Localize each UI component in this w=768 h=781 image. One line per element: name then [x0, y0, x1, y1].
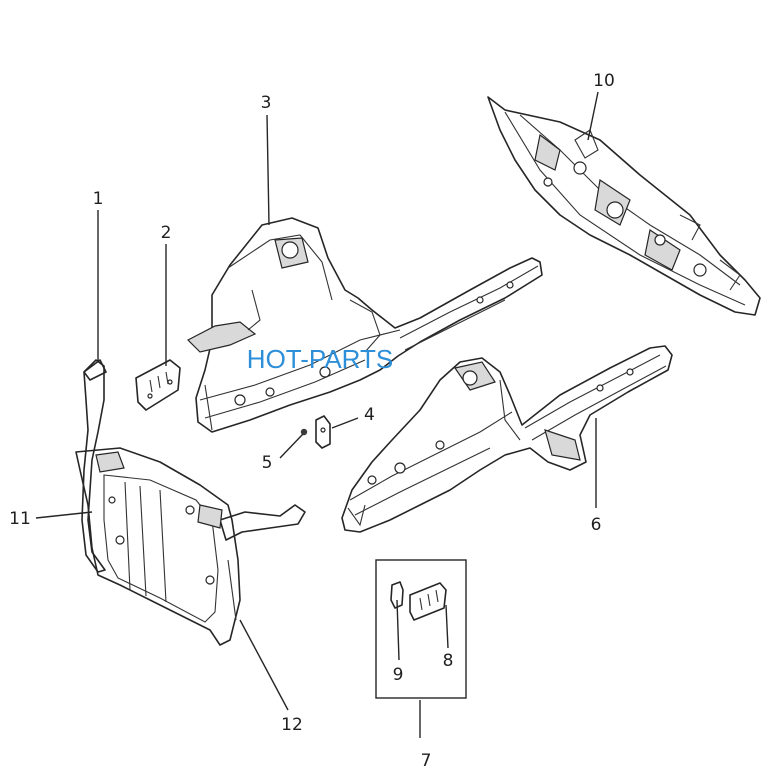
part-9-bracket — [390, 581, 404, 609]
part-6-right-front-member — [341, 345, 673, 533]
callout-10: 10 — [593, 71, 615, 91]
watermark-text: HOT-PARTS — [247, 344, 393, 374]
callout-7: 7 — [421, 751, 432, 771]
leader-lines — [35, 91, 599, 738]
part-8-plate — [409, 582, 447, 621]
callout-4: 4 — [364, 405, 375, 425]
part-2-plate — [135, 359, 181, 411]
leader-8 — [445, 604, 449, 649]
callout-11: 11 — [9, 509, 31, 529]
callout-9: 9 — [393, 665, 404, 685]
part-4-bracket — [315, 415, 331, 449]
part-5-bolt — [300, 428, 308, 436]
callout-6: 6 — [591, 515, 602, 535]
part-10-dash-panel — [487, 96, 761, 316]
callout-8: 8 — [443, 651, 454, 671]
leader-5 — [279, 433, 304, 459]
part-11-radiator-support-frame — [75, 359, 306, 646]
callout-labels: 1 2 3 4 5 6 7 8 9 10 11 12 — [9, 71, 615, 771]
callout-12: 12 — [281, 715, 303, 735]
leader-4 — [331, 417, 359, 429]
callout-2: 2 — [161, 223, 172, 243]
callout-3: 3 — [261, 93, 272, 113]
leader-9 — [396, 599, 400, 661]
leader-11 — [35, 511, 93, 519]
part-3-left-front-member — [186, 217, 543, 433]
leader-10 — [587, 91, 599, 141]
leader-3 — [266, 114, 270, 226]
leader-12 — [239, 619, 289, 711]
callout-1: 1 — [93, 189, 104, 209]
callout-5: 5 — [262, 453, 273, 473]
part-7-kit-box — [375, 559, 467, 699]
